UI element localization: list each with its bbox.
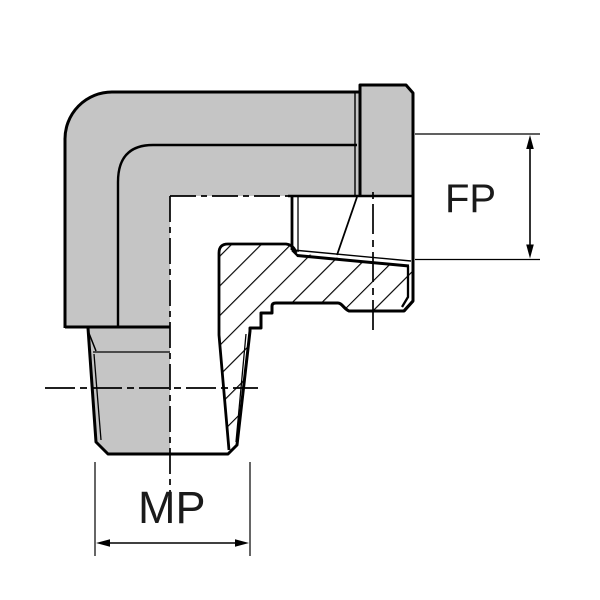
female-thread-end-chamfer	[291, 249, 299, 257]
mp-label: MP	[138, 482, 206, 533]
female-thread-crest-line	[296, 254, 410, 268]
mp-dimension: MP	[94, 462, 251, 556]
section-hatch-area	[219, 244, 412, 454]
elbow-outer-edge	[63, 90, 360, 141]
mp-arrowhead-right	[235, 539, 249, 547]
fp-arrowhead-up	[526, 135, 534, 149]
female-thread-root-line	[292, 249, 412, 262]
mp-arrowhead-left	[96, 539, 110, 547]
fp-dimension: FP	[415, 133, 540, 261]
female-thread-runout-line	[336, 196, 358, 256]
bore-inner-wall	[217, 242, 298, 451]
elbow-body-external	[65, 85, 413, 454]
fp-arrowhead-down	[526, 244, 534, 259]
male-thread-root-line-left	[93, 353, 102, 441]
fp-label: FP	[445, 177, 496, 221]
male-thread-runout-tick	[87, 331, 97, 352]
port-face-inner-edge	[401, 266, 410, 308]
elbow-inner-bend-line	[116, 143, 357, 327]
section-outer-profile	[86, 299, 415, 456]
